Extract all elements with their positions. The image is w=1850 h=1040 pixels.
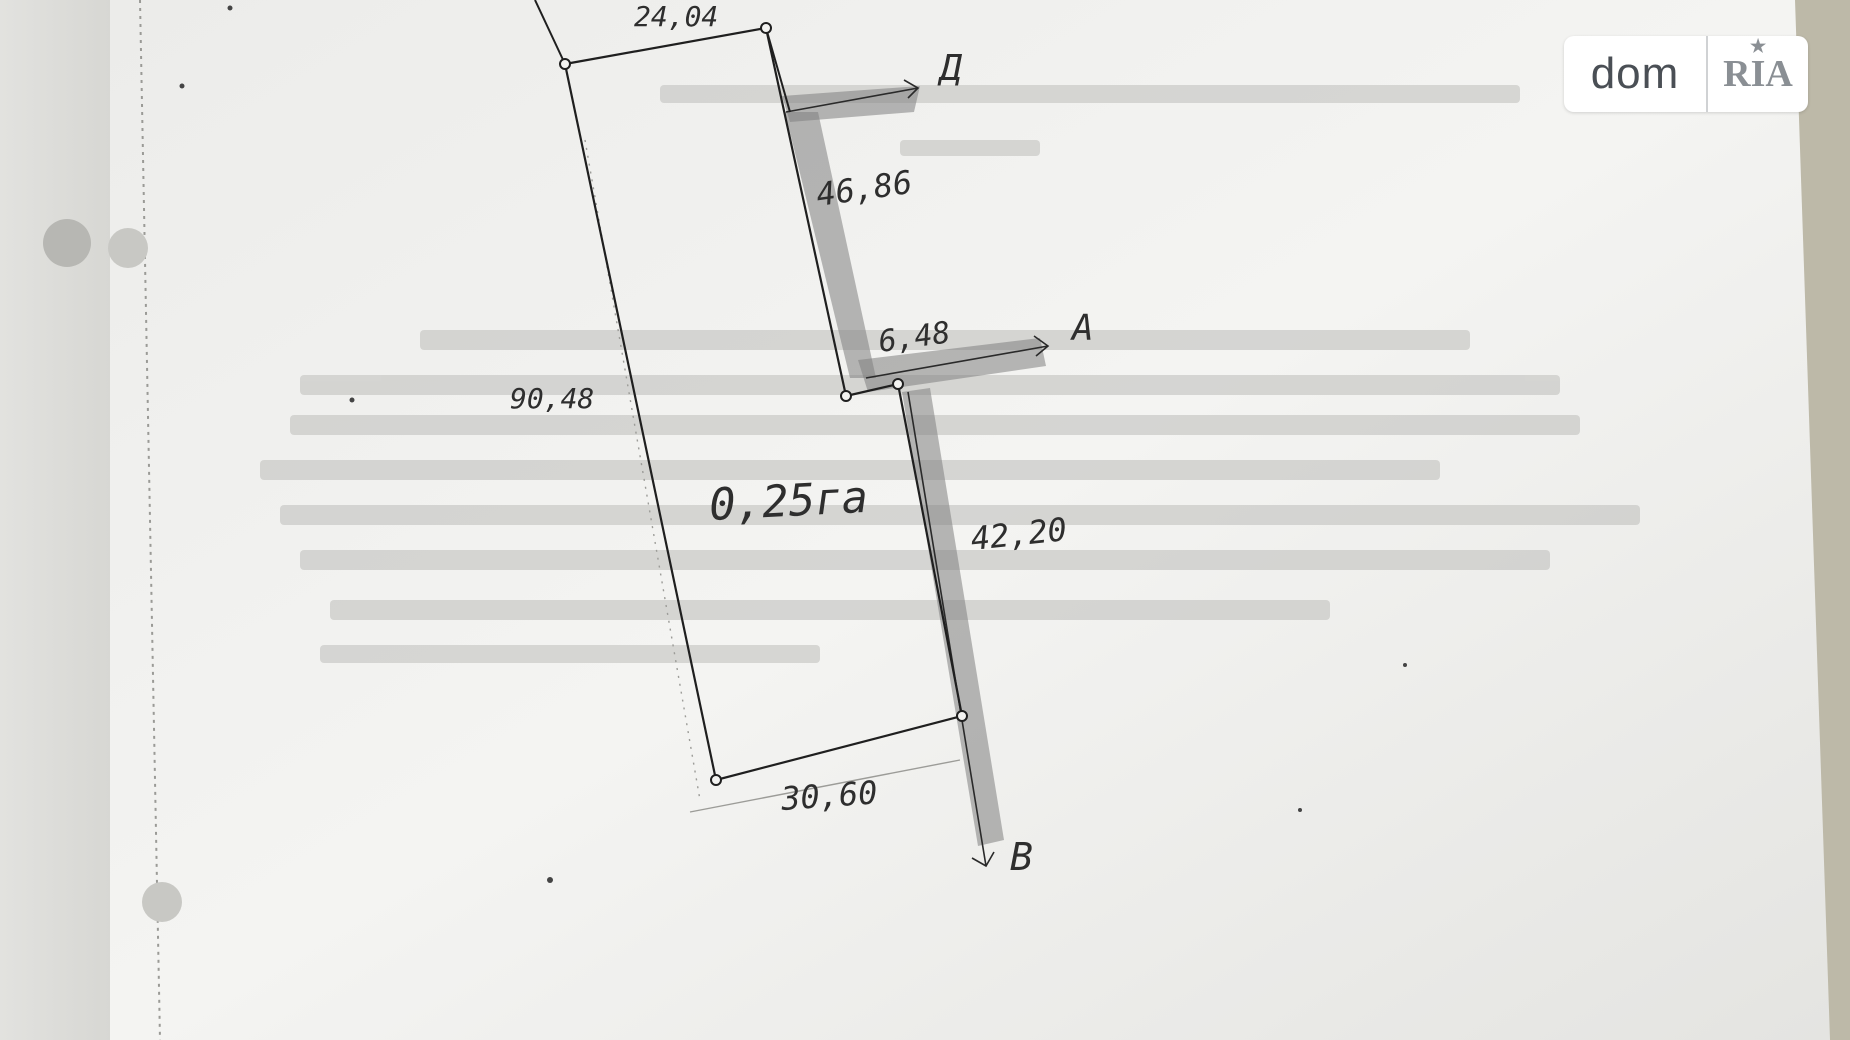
road-strip-middle bbox=[858, 338, 1046, 392]
road-strip-step bbox=[785, 112, 876, 378]
arrow-a bbox=[865, 335, 1050, 379]
arrow-v bbox=[907, 391, 995, 868]
label-bottom-side: 30,60 bbox=[779, 773, 879, 818]
neighbor-label-a: А bbox=[1070, 308, 1094, 349]
logo-ria-label: RIA bbox=[1723, 53, 1793, 95]
punch-hole bbox=[108, 228, 148, 268]
neighbor-label-d: Д bbox=[937, 48, 963, 89]
ink-specks bbox=[179, 5, 1407, 883]
star-icon: ★ bbox=[1750, 36, 1767, 56]
punch-hole bbox=[142, 882, 182, 922]
plot-vertex bbox=[956, 710, 968, 722]
road-strip-right bbox=[902, 388, 1004, 846]
left-page bbox=[0, 0, 130, 1040]
logo-ria-text: ★ RIA bbox=[1708, 36, 1808, 96]
plot-upper-extension bbox=[534, 0, 566, 65]
arrow-d bbox=[785, 79, 920, 113]
plot-vertex bbox=[710, 774, 722, 786]
plot-vertex bbox=[840, 390, 852, 402]
plot-vertex bbox=[559, 58, 571, 70]
neighbor-label-v: В bbox=[1010, 835, 1033, 879]
logo-dom-text: dom bbox=[1590, 49, 1680, 98]
label-left-side: 90,48 bbox=[510, 382, 594, 415]
plot-upper-extension bbox=[765, 27, 791, 113]
plot-area-label: 0,25га bbox=[708, 472, 869, 531]
plot-vertex bbox=[760, 22, 772, 34]
label-top-side: 24,04 bbox=[634, 0, 718, 33]
sheet-margin-line bbox=[139, 0, 161, 1040]
plot-vertex bbox=[892, 378, 904, 390]
punch-hole bbox=[43, 219, 91, 267]
guide-line-bottom bbox=[689, 759, 961, 813]
logo-divider bbox=[1706, 36, 1708, 112]
dom-ria-watermark-logo: dom ★ RIA bbox=[1564, 36, 1808, 112]
